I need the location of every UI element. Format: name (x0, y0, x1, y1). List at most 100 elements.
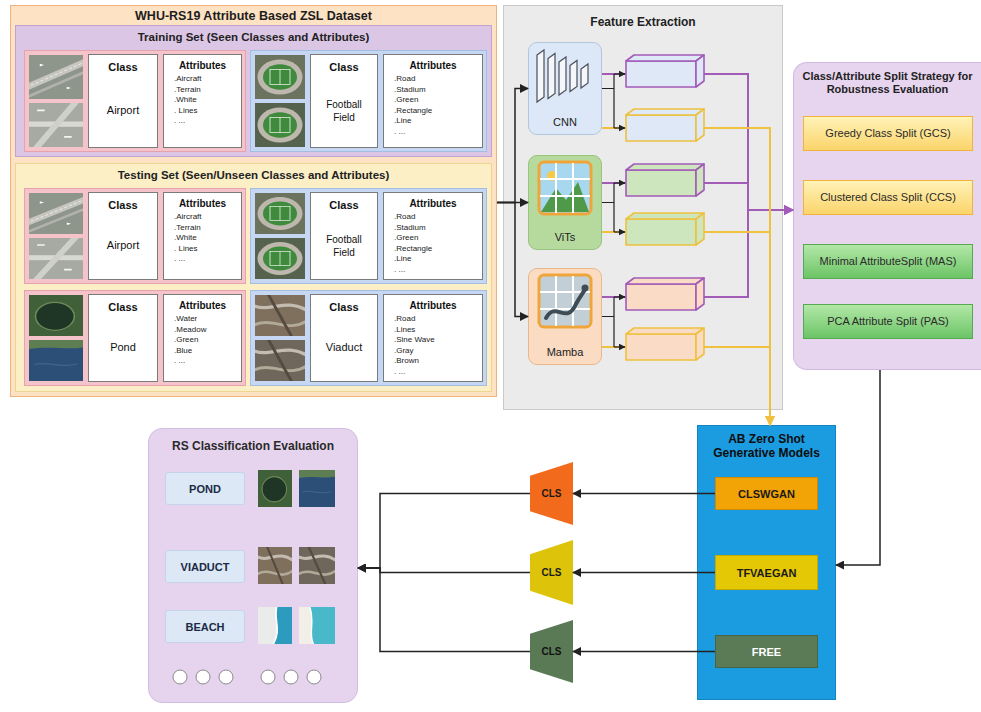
sample-photo (299, 607, 335, 644)
decoration (37, 244, 72, 270)
decoration (253, 305, 308, 311)
class-name: Pond (107, 341, 139, 354)
decoration (29, 340, 83, 381)
branch-arrow (614, 182, 625, 183)
feature-cube (626, 109, 704, 141)
branch-arrow (614, 296, 625, 297)
trapezoid-shape (530, 540, 573, 605)
connector (836, 370, 880, 565)
connector (497, 203, 528, 317)
decoration (541, 182, 589, 212)
encoder-box: Mamba (528, 268, 602, 365)
attribute-heading: Attributes (384, 59, 482, 72)
class-name: Football Field (311, 98, 377, 124)
decoration (20, 196, 90, 228)
testing-set-panel: Testing Set (Seen/Unseen Classes and Att… (15, 163, 492, 392)
attribute-heading: Attributes (384, 197, 482, 210)
attribute-item: .Aircraft (164, 212, 241, 223)
sample-photo (256, 545, 293, 586)
sample-photo (255, 238, 305, 279)
classifier-label: CLS (542, 646, 562, 657)
attribute-item: . Lines (164, 106, 241, 117)
class-split-box: Clustered Class Split (CCS) (803, 180, 973, 215)
classifier-trapezoid: CLS (530, 620, 573, 683)
branch-arrow (614, 73, 625, 74)
sample-photo (29, 98, 83, 151)
decoration (255, 103, 305, 147)
model-name: TFVAEGAN (737, 567, 797, 579)
class-heading: Class (329, 301, 358, 314)
decoration (299, 470, 335, 478)
attribute-item: .Blue (164, 346, 241, 357)
sample-photo (29, 234, 83, 284)
attribute-heading: Attributes (384, 299, 482, 312)
class-heading: Class (108, 301, 137, 314)
feature-cube (626, 328, 704, 360)
decoration (626, 61, 696, 87)
decoration (258, 107, 303, 142)
decoration (540, 276, 590, 326)
model-name: CLSWGAN (738, 488, 795, 500)
attribute-item: .Rectangle (384, 106, 482, 117)
class-name: Football Field (311, 233, 377, 259)
predicted-class: POND (189, 483, 221, 495)
decoration (540, 163, 590, 213)
predicted-class-box: BEACH (165, 610, 245, 643)
generative-models-panel: AB Zero Shot Generative ModelsCLSWGANTFV… (697, 425, 836, 700)
decoration (32, 234, 81, 284)
branch-arrow (614, 346, 625, 347)
feature-cube (626, 55, 704, 87)
sample-photo (258, 607, 292, 644)
decoration (299, 607, 335, 644)
attribute-item: .Line (384, 254, 482, 265)
decoration (258, 59, 303, 94)
attribute-item: . ... (164, 356, 241, 367)
decoration (37, 110, 72, 138)
decoration (307, 670, 321, 684)
attribute-item: .Water (164, 314, 241, 325)
decoration (263, 247, 297, 271)
decoration (21, 61, 88, 90)
attribute-item: .Lines (384, 325, 482, 336)
decoration (255, 238, 305, 279)
decoration (546, 289, 585, 318)
decoration (280, 207, 281, 221)
decoration (299, 470, 335, 507)
split-name: Minimal AttributeSplit (MAS) (820, 255, 957, 268)
split-strategy-panel: Class/Attribute Split Strategy for Robus… (793, 62, 981, 370)
trapezoid-shape (530, 620, 573, 683)
decoration (539, 162, 591, 214)
cnn-icon (537, 50, 588, 102)
attribute-item: .White (164, 233, 241, 244)
decoration (548, 54, 555, 99)
feature-cube (626, 164, 704, 196)
branch-arrow (602, 297, 614, 347)
decoration (255, 295, 305, 336)
decoration (559, 57, 566, 95)
decoration (626, 284, 696, 310)
predicted-class-box: POND (165, 472, 245, 505)
class-heading: Class (329, 61, 358, 74)
decoration (273, 607, 292, 644)
attribute-box: Attributes.Road.Lines.Sine Wave.Gray.Bro… (383, 294, 483, 382)
decoration (253, 320, 308, 325)
connector (573, 572, 715, 574)
decoration (539, 275, 591, 327)
attribute-heading: Attributes (164, 59, 241, 72)
decoration (297, 556, 337, 561)
decoration (268, 293, 293, 338)
decoration (35, 302, 74, 330)
decoration (270, 118, 290, 133)
decoration (626, 115, 696, 141)
decoration (263, 112, 297, 138)
sample-photo (20, 55, 94, 99)
attribute-split-box: Minimal AttributeSplit (MAS) (803, 244, 973, 279)
attribute-item: .Road (384, 74, 482, 85)
decoration (626, 278, 704, 284)
attribute-heading: Attributes (164, 197, 241, 210)
feature-extraction-panel: Feature ExtractionCNNViTsMamba (503, 5, 783, 410)
decoration (280, 70, 281, 85)
class-box: ClassPond (88, 294, 158, 382)
